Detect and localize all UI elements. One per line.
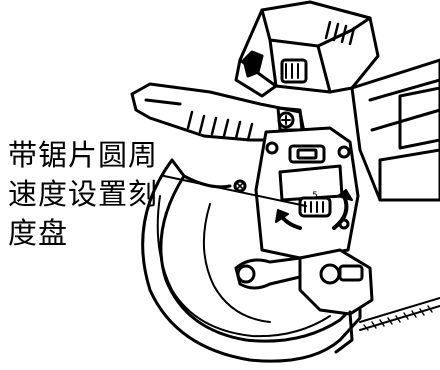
saw-arm [350,58,440,202]
battery-pack [234,0,380,98]
front-guard [233,126,360,260]
speed-dial-callout: 带锯片圆周 速度设置刻 度盘 [8,136,178,253]
speed-dial-icon: 5 [298,191,332,218]
leader-line [163,175,307,207]
callout-line-1: 带锯片圆周 [8,138,159,172]
callout-line-2: 速度设置刻 [8,177,159,211]
svg-text:5: 5 [312,191,318,201]
lower-base [234,248,374,354]
rotation-arrow-icon [275,189,353,230]
blade [359,297,440,331]
callout-line-3: 度盘 [8,216,69,250]
